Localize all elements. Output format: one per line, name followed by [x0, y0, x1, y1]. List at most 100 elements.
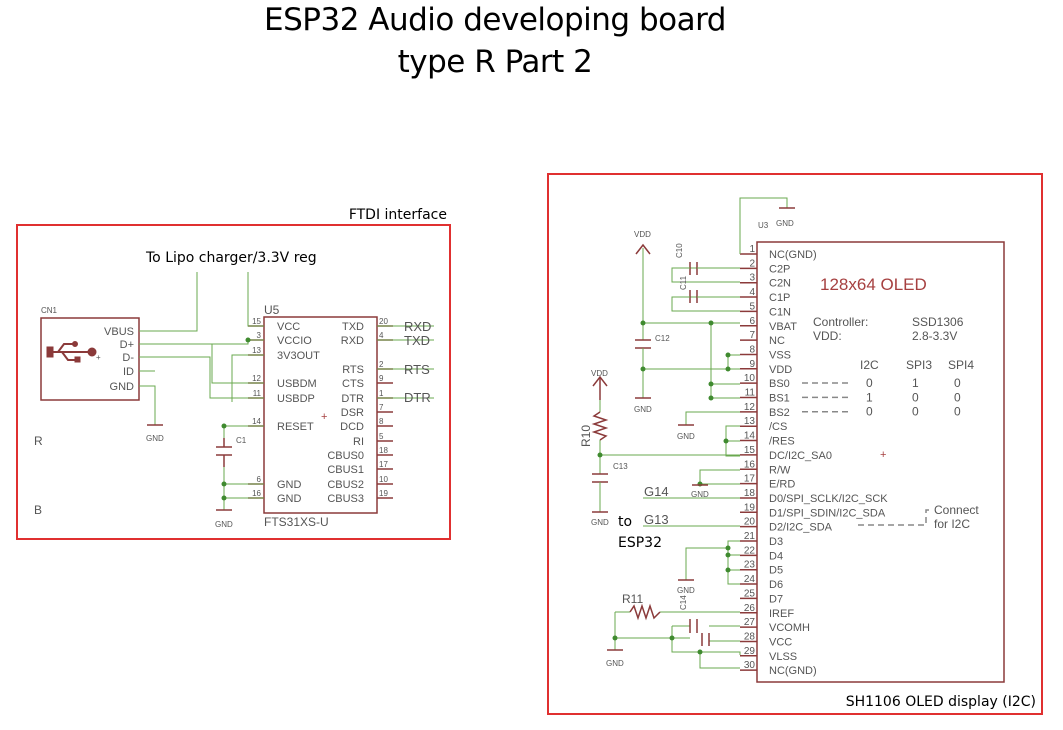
c11-label: C11 [679, 275, 688, 290]
edge-letter-r: R [34, 434, 43, 448]
pin-name: CTS [342, 378, 364, 390]
usb-pin-label: D- [122, 352, 134, 364]
pin-number: 17 [379, 460, 388, 469]
ftdi-wires [139, 272, 434, 510]
vdd-label: VDD [634, 230, 651, 239]
pin-name: VCC [277, 321, 300, 333]
gnd-label: GND [776, 219, 794, 228]
pin-number: 22 [744, 545, 756, 556]
mode-value: 0 [954, 405, 961, 419]
oled-plus: + [880, 449, 886, 461]
to-esp-line1: to [618, 514, 632, 530]
ftdi-note: To Lipo charger/3.3V reg [145, 250, 317, 266]
pin-number: 7 [749, 330, 755, 341]
r11-label: R11 [622, 592, 643, 606]
pin-name: IREF [769, 608, 794, 620]
pin-name: D6 [769, 579, 783, 591]
vdd-value: 2.8-3.3V [912, 329, 957, 343]
vdd-label: VDD: [813, 329, 842, 343]
pin-name: GND [277, 493, 302, 505]
pin-name: VCOMH [769, 622, 810, 634]
pin-number: 6 [749, 316, 755, 327]
gnd-label: GND [677, 586, 695, 595]
mode-header-i2c: I2C [860, 358, 879, 372]
pin-number: 5 [379, 432, 384, 441]
pin-number: 2 [749, 258, 755, 269]
pin-number: 12 [252, 374, 261, 383]
ground-symbol [592, 207, 795, 651]
pin-name: BS0 [769, 378, 790, 390]
pin-number: 13 [744, 416, 756, 427]
pin-name: CBUS0 [327, 450, 364, 462]
pin-name: VSS [769, 349, 791, 361]
gnd-label: GND [606, 659, 624, 668]
pin-number: 16 [252, 489, 261, 498]
pin-name: VLSS [769, 651, 797, 663]
c13-label: C13 [613, 462, 628, 471]
pin-number: 6 [257, 475, 262, 484]
pin-name: RI [353, 436, 364, 448]
pin-name: NC [769, 335, 785, 347]
pin-number: 14 [252, 417, 261, 426]
pin-name: DC/I2C_SA0 [769, 450, 832, 462]
pin-name: DTR [341, 393, 364, 405]
pin-name: D4 [769, 550, 783, 562]
pin-name: VDD [769, 364, 792, 376]
pin-name: VCC [769, 636, 792, 648]
pin-name: TXD [342, 321, 364, 333]
pin-number: 20 [379, 317, 388, 326]
pin-name: C2P [769, 263, 790, 275]
gnd-label: GND [634, 405, 652, 414]
pin-number: 30 [744, 660, 756, 671]
net-label-g13: G13 [644, 512, 669, 527]
pin-name: RTS [342, 364, 364, 376]
oled-frame-label: SH1106 OLED display (I2C) [846, 694, 1036, 710]
usb-pin-label: VBUS [104, 326, 134, 338]
pin-number: 18 [379, 446, 388, 455]
pin-number: 1 [749, 244, 755, 255]
pin-number: 26 [744, 603, 756, 614]
mode-value: 0 [866, 405, 873, 419]
pin-name: R/W [769, 464, 791, 476]
connect-note-line1: Connect [934, 503, 979, 517]
net-label-dtr: DTR [404, 390, 431, 405]
usb-pin-label: ID [123, 366, 134, 378]
capacitor-c1 [216, 438, 232, 467]
c14-label: C14 [679, 595, 688, 610]
pin-number: 3 [749, 273, 755, 284]
c10-label: C10 [675, 243, 684, 258]
pin-name: CBUS2 [327, 479, 364, 491]
pin-number: 16 [744, 459, 756, 470]
ftdi-plus: + [321, 411, 327, 423]
pin-number: 4 [379, 331, 384, 340]
usb-connector-name: CN1 [41, 306, 58, 315]
usb-plus: + [96, 353, 101, 362]
pin-name: RXD [341, 335, 364, 347]
pin-name: DSR [341, 407, 364, 419]
controller-value: SSD1306 [912, 315, 964, 329]
controller-label: Controller: [813, 315, 868, 329]
pin-number: 28 [744, 631, 756, 642]
mode-value: 1 [912, 376, 919, 390]
pin-number: 18 [744, 488, 756, 499]
pin-number: 15 [252, 317, 261, 326]
gnd-label: GND [215, 520, 233, 529]
pin-number: 10 [744, 373, 756, 384]
pin-number: 19 [744, 502, 756, 513]
mode-value: 1 [866, 390, 873, 404]
mode-header-spi3: SPI3 [906, 358, 932, 372]
pin-name: USBDP [277, 393, 315, 405]
r10-label: R10 [579, 425, 593, 447]
pin-name: DCD [340, 421, 364, 433]
oled-headline: 128x64 OLED [820, 275, 927, 294]
pin-name: C1P [769, 292, 790, 304]
pin-name: VBAT [769, 321, 797, 333]
usb-icon [46, 341, 97, 363]
pin-name: GND [277, 479, 302, 491]
pin-number: 20 [744, 517, 756, 528]
pin-name: D7 [769, 593, 783, 605]
ftdi-net-labels: RXD TXD RTS DTR [404, 319, 431, 405]
